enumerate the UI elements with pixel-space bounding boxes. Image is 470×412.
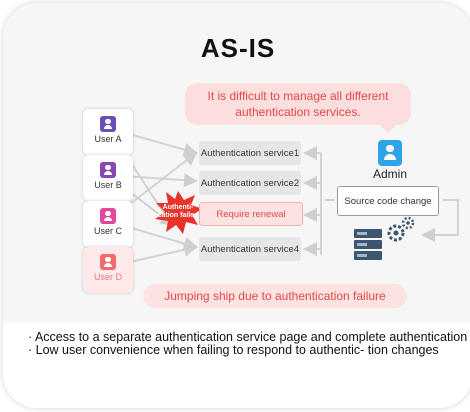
page-title: AS-IS — [200, 33, 276, 63]
user-label: User A — [94, 134, 122, 144]
as-is-card: AS-IS It is difficult to manage all diff… — [3, 3, 470, 408]
user-label: User B — [94, 180, 122, 190]
user-label: User D — [93, 272, 122, 282]
auth-service-1: Authentication service1 — [199, 141, 301, 165]
user-d-card: User D — [83, 247, 133, 293]
auth-service-4: Authentication service4 — [199, 237, 301, 261]
user-c-card: User C — [83, 201, 133, 247]
server-gear-icon — [354, 216, 415, 260]
admin-icon — [378, 140, 402, 166]
management-issue-callout: It is difficult to manage all different … — [185, 83, 411, 133]
notes-list: · Access to a separate authentication se… — [28, 331, 470, 357]
user-icon — [100, 254, 116, 270]
source-code-change-box: Source code change — [337, 186, 439, 216]
user-icon — [100, 162, 116, 178]
note-item: · Low user convenience when failing to r… — [28, 343, 439, 357]
admin-label: Admin — [372, 167, 407, 181]
notes-panel — [3, 323, 470, 408]
auth-failed-label: Authenti- cation failed — [157, 204, 199, 219]
jumping-ship-callout: Jumping ship due to authentication failu… — [143, 284, 407, 308]
auth-service-2: Authentication service2 — [199, 171, 301, 195]
user-a-card: User A — [83, 109, 133, 155]
user-label: User C — [93, 226, 122, 236]
note-item: · Access to a separate authentication se… — [28, 330, 468, 344]
user-icon — [100, 116, 116, 132]
user-icon — [100, 208, 116, 224]
require-renewal-service: Require renewal — [199, 202, 303, 226]
user-b-card: User B — [83, 155, 133, 201]
failure-burst — [155, 191, 203, 234]
